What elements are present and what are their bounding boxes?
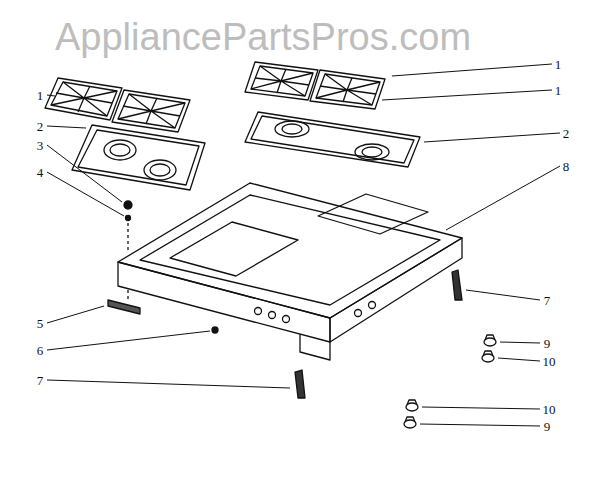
callout-number: 9 (544, 337, 551, 350)
callout-number: 6 (37, 344, 44, 357)
callout-number: 3 (37, 139, 44, 152)
watermark: AppliancePartsPros.com (55, 18, 471, 56)
wedge (452, 270, 462, 300)
callout-number: 10 (543, 355, 556, 368)
grate (245, 62, 318, 100)
burner-plate (72, 125, 205, 190)
callout-number: 1 (37, 89, 44, 102)
callout-number: 4 (37, 166, 44, 179)
callout-number: 5 (37, 317, 44, 330)
callout-number: 7 (544, 294, 551, 307)
callout-number: 8 (563, 160, 570, 173)
washer (126, 216, 131, 221)
callout-number: 2 (563, 127, 570, 140)
leader-line (47, 64, 560, 426)
burner-plate (245, 112, 420, 167)
grate (310, 70, 385, 109)
grate (112, 90, 190, 132)
top-frame (118, 183, 462, 360)
screw-ball (124, 201, 132, 209)
knob (482, 351, 494, 362)
assembly-line (127, 223, 128, 252)
callout-number: 10 (543, 403, 556, 416)
grate (45, 78, 122, 120)
knob (406, 400, 418, 411)
callout-number: 1 (555, 84, 562, 97)
assembly-line (127, 290, 128, 300)
callout-number: 1 (555, 58, 562, 71)
callout-number: 7 (37, 374, 44, 387)
plug (212, 327, 218, 333)
bracket (108, 300, 140, 314)
knob (484, 335, 496, 346)
callout-number: 9 (544, 420, 551, 433)
wedge (295, 370, 305, 398)
callout-number: 2 (37, 120, 44, 133)
knob (404, 417, 416, 428)
